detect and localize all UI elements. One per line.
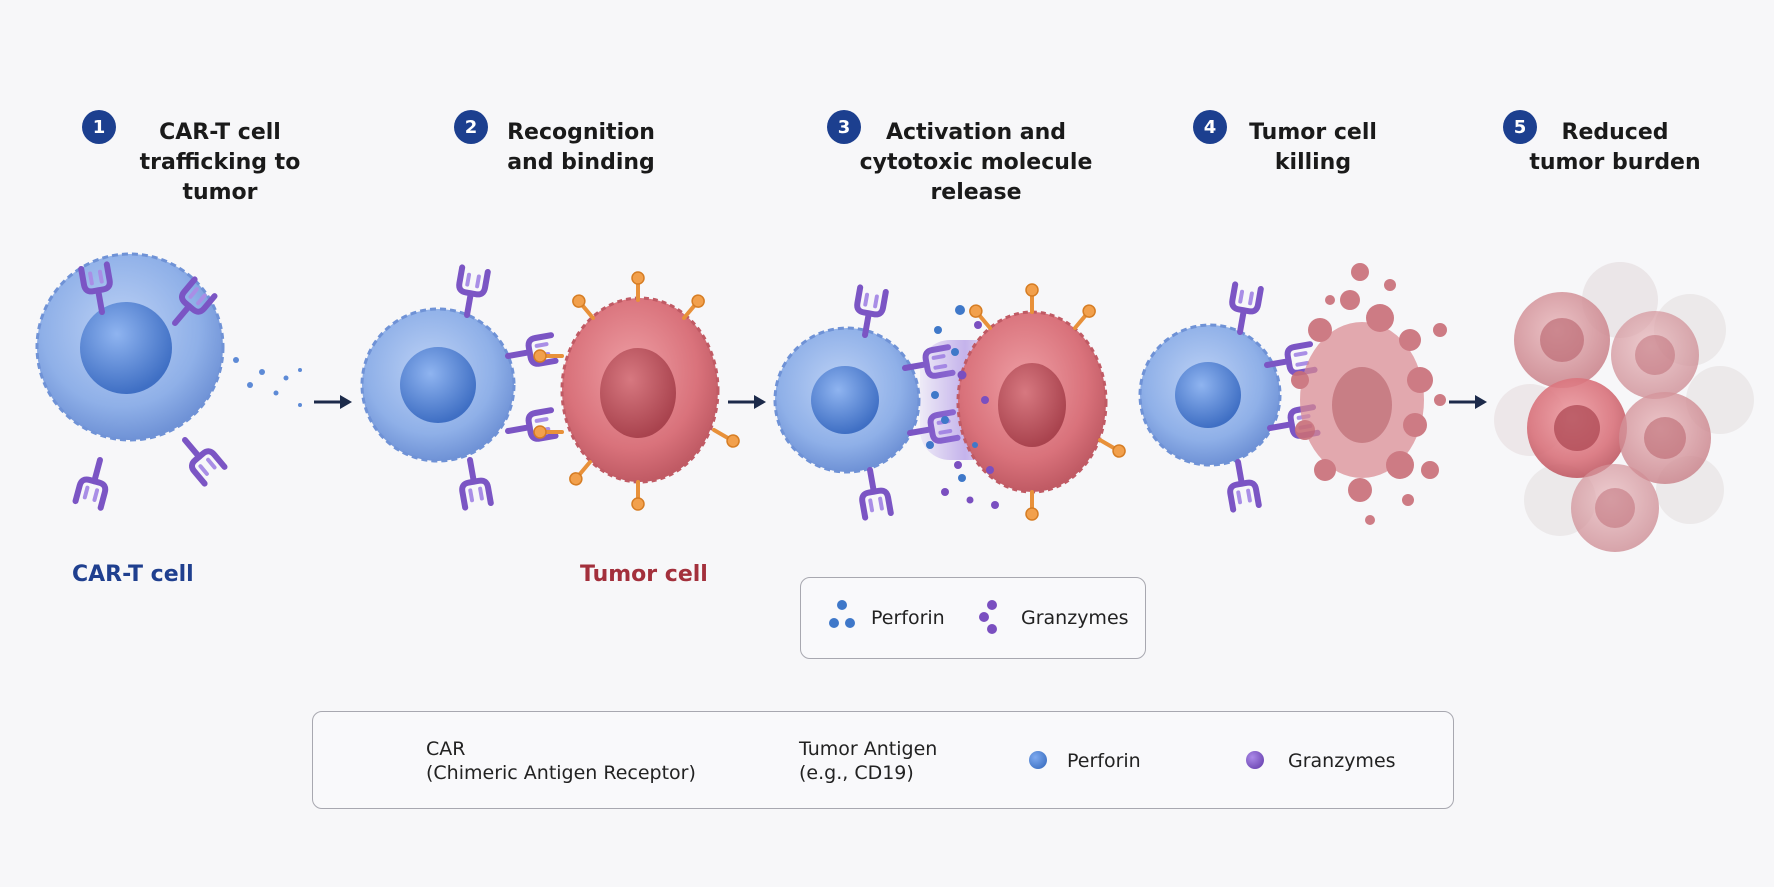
cart-cell-label: CAR-T cell <box>72 562 194 587</box>
legend-perforin-dot <box>1029 751 1047 769</box>
arrow-2-3 <box>728 395 766 409</box>
legend-box: CAR (Chimeric Antigen Receptor) Tumor An… <box>312 711 1454 809</box>
perforin-dot <box>837 600 847 610</box>
step-5-faded-tumor-cluster <box>1494 262 1754 552</box>
step-4-dying-tumor-cell <box>1291 263 1447 525</box>
step-2-tumor-cell <box>534 272 741 510</box>
legend-antigen-sublabel: (e.g., CD19) <box>799 761 914 785</box>
legend-car-label: CAR <box>426 737 465 761</box>
legend-antigen-label: Tumor Antigen <box>799 737 937 761</box>
inset-legend-box: Perforin Granzymes <box>800 577 1146 659</box>
granzyme-dot <box>979 612 989 622</box>
legend-granzymes-dot <box>1246 751 1264 769</box>
step-1-perforin-trail <box>233 357 302 407</box>
arrow-1-2 <box>314 395 352 409</box>
legend-granzymes-label: Granzymes <box>1288 749 1396 773</box>
inset-perforin-label: Perforin <box>871 606 945 630</box>
tumor-cell-label: Tumor cell <box>580 562 708 587</box>
perforin-dot <box>829 618 839 628</box>
legend-car-sublabel: (Chimeric Antigen Receptor) <box>426 761 696 785</box>
step-4-cart-cell <box>1140 284 1318 509</box>
step-1-cart-cell <box>37 254 225 508</box>
granzyme-dot <box>987 600 997 610</box>
perforin-dot <box>845 618 855 628</box>
granzyme-dot <box>987 624 997 634</box>
legend-perforin-label: Perforin <box>1067 749 1141 773</box>
arrow-4-5 <box>1449 395 1487 409</box>
step-2-cart-cell <box>362 267 556 507</box>
inset-granzymes-label: Granzymes <box>1021 606 1129 630</box>
